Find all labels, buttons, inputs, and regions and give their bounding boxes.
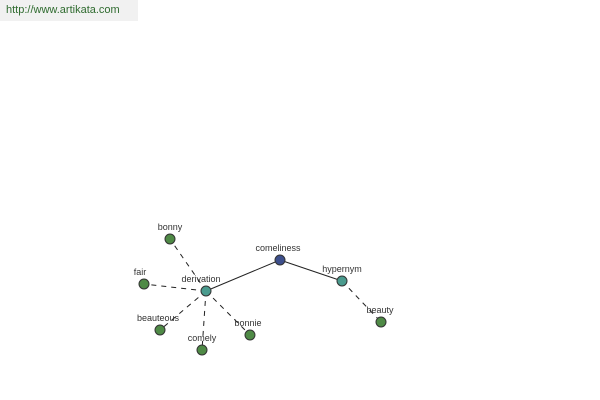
node-hypernym-label: hypernym: [322, 264, 362, 274]
node-fair-circle[interactable]: [138, 278, 150, 290]
node-bonny-label: bonny: [158, 222, 183, 232]
node-bonny[interactable]: bonny: [158, 222, 183, 245]
node-beauty[interactable]: beauty: [366, 305, 394, 328]
node-bonnie-circle[interactable]: [244, 329, 256, 341]
node-beauty-circle[interactable]: [375, 316, 387, 328]
node-beauty-label: beauty: [366, 305, 394, 315]
nodes-layer: comeliness derivation hypernym bonny fair bea…: [134, 222, 394, 356]
edge-comeliness-hypernym: [279, 259, 343, 282]
node-hypernym[interactable]: hypernym: [322, 264, 362, 287]
edge-derivation-bonny: [169, 238, 207, 292]
node-comeliness[interactable]: comeliness: [255, 243, 301, 266]
node-fair[interactable]: fair: [134, 267, 150, 290]
node-derivation[interactable]: derivation: [181, 274, 221, 297]
edge-comeliness-derivation: [205, 259, 281, 292]
edges-layer: [143, 238, 382, 351]
node-comeliness-circle[interactable]: [274, 254, 286, 266]
source-url[interactable]: http://www.artikata.com: [0, 0, 138, 21]
node-bonnie-label: bonnie: [234, 318, 261, 328]
node-comely-circle[interactable]: [196, 344, 208, 356]
node-comely-label: comely: [188, 333, 217, 343]
node-comely[interactable]: comely: [188, 333, 217, 356]
node-beauteous-label: beauteous: [137, 313, 180, 323]
node-derivation-label: derivation: [181, 274, 220, 284]
node-bonny-circle[interactable]: [164, 233, 176, 245]
edge-derivation-fair: [143, 283, 207, 292]
node-beauteous[interactable]: beauteous: [137, 313, 180, 336]
edge-hypernym-beauty: [341, 280, 382, 323]
node-derivation-circle[interactable]: [200, 285, 212, 297]
node-comeliness-label: comeliness: [255, 243, 301, 253]
edge-derivation-bonnie: [205, 290, 251, 336]
edge-derivation-beauteous: [159, 290, 207, 331]
node-fair-label: fair: [134, 267, 147, 277]
node-beauteous-circle[interactable]: [154, 324, 166, 336]
node-hypernym-circle[interactable]: [336, 275, 348, 287]
node-bonnie[interactable]: bonnie: [234, 318, 262, 341]
